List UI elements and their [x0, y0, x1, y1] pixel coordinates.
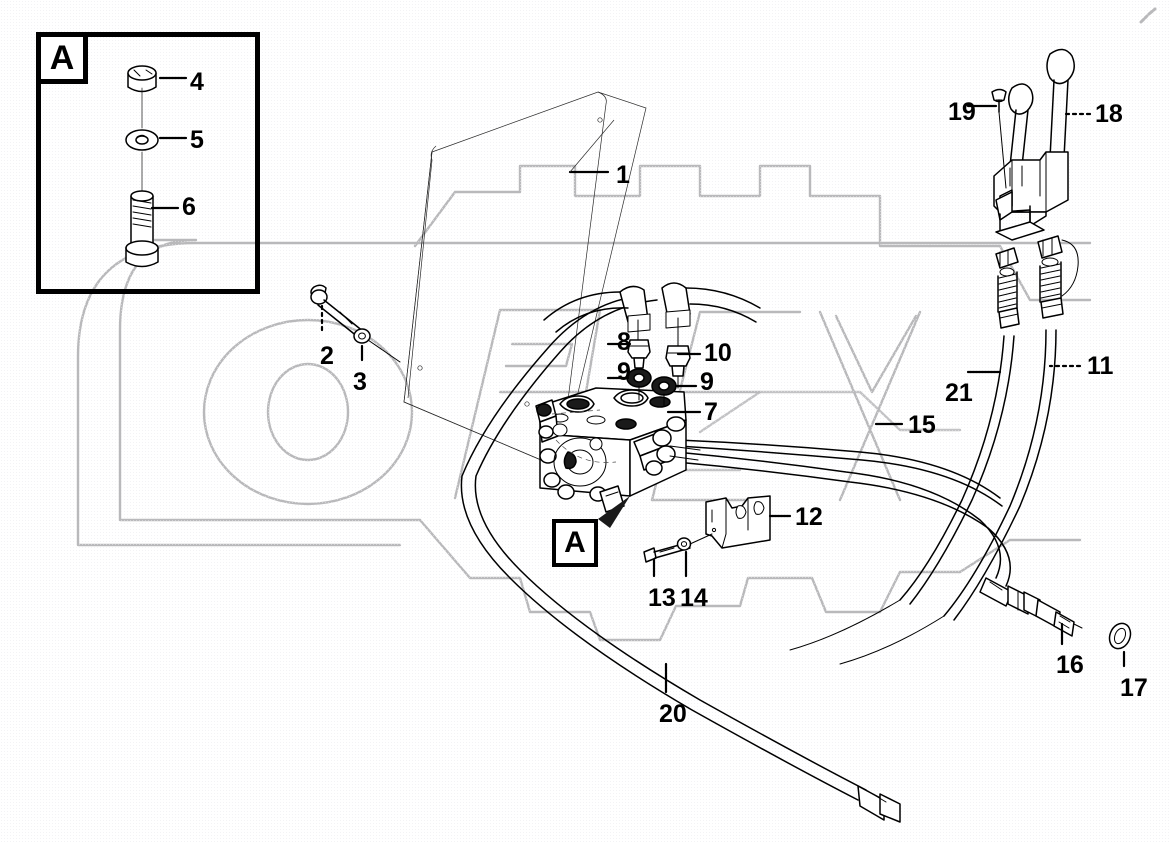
hose-group [460, 295, 1011, 823]
valve-top-hoses [543, 282, 761, 333]
callout-seal-ring-left-9: 9 [617, 358, 631, 386]
callout-washer-14: 14 [680, 584, 708, 612]
callout-nut-4: 4 [190, 68, 204, 96]
callout-washer-3: 3 [353, 368, 367, 396]
callout-screw-19: 19 [948, 98, 976, 126]
valve-right-ports [633, 416, 701, 476]
washer-3 [353, 328, 401, 363]
o-ring-17 [1108, 622, 1132, 650]
callout-hydraulic-hose-15: 15 [908, 411, 936, 439]
callout-bolt-6: 6 [182, 193, 196, 221]
callout-o-ring-seal-17: 17 [1120, 674, 1148, 702]
callout-glass-panel-1: 1 [616, 161, 630, 189]
callout-bolt-13: 13 [648, 584, 676, 612]
callout-control-valve-7: 7 [704, 398, 718, 426]
nut-4 [127, 65, 157, 93]
callout-control-lever-18: 18 [1095, 100, 1123, 128]
washer-5 [125, 129, 159, 151]
bolt-13 [643, 541, 691, 563]
cable-group [789, 329, 1057, 665]
callout-bolt-2: 2 [320, 342, 334, 370]
hose-fitting-16 [979, 577, 1083, 637]
callout-hydraulic-hose-20: 20 [659, 700, 687, 728]
bolt-2 [310, 284, 365, 338]
callout-control-cable-11: 11 [1087, 352, 1114, 380]
detail-view-label: A [36, 32, 88, 84]
seal-ring-9-right [651, 376, 677, 407]
detail-view-frame [36, 32, 260, 294]
cable-end-21 [995, 247, 1020, 329]
cable-end-11 [1037, 235, 1079, 319]
mounting-bracket-12 [705, 495, 771, 549]
callout-control-cable-21: 21 [945, 379, 973, 407]
control-valve-body [535, 387, 701, 513]
valve-left-ports [535, 399, 561, 488]
callout-hose-fitting-16: 16 [1056, 651, 1084, 679]
washer-14 [676, 533, 713, 551]
valve-front-detail [552, 423, 607, 502]
callout-a-box: A [552, 519, 598, 567]
fitting-10 [665, 317, 691, 389]
callout-fitting-8: 8 [617, 328, 631, 356]
detail-a-parts [125, 65, 159, 268]
callout-seal-ring-right-9b: 9 [700, 368, 714, 396]
callout-fitting-10: 10 [704, 339, 732, 367]
hose-20-end-fitting [857, 785, 901, 823]
callout-washer-5: 5 [190, 126, 204, 154]
screw-19 [991, 88, 1007, 189]
bolt-6 [125, 190, 159, 268]
callout-mounting-bracket-12: 12 [795, 503, 823, 531]
control-lever-18 [993, 48, 1075, 241]
glass-panel-outline [403, 91, 647, 469]
corner-mark-icon [1139, 7, 1157, 24]
